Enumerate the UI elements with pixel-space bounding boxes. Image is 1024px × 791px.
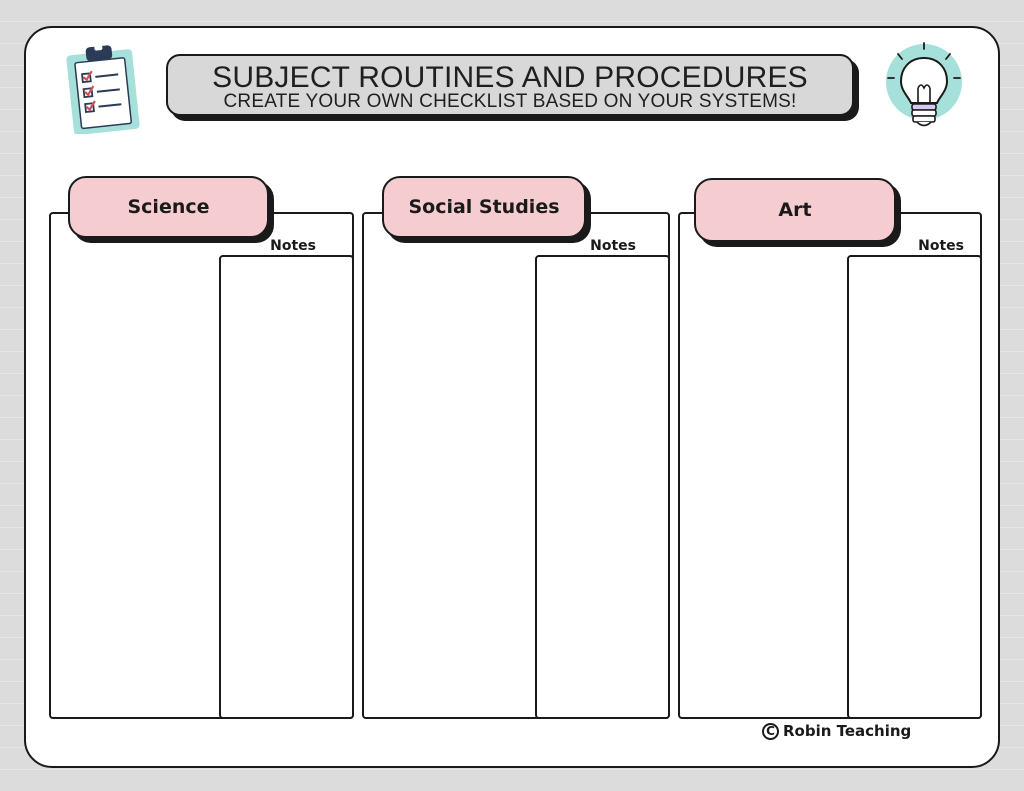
credit-text: Robin Teaching xyxy=(783,722,912,740)
tab-art: Art xyxy=(694,178,896,242)
lightbulb-icon xyxy=(886,42,962,127)
page-title: SUBJECT ROUTINES AND PROCEDURES xyxy=(212,61,808,94)
art-notes-area[interactable] xyxy=(847,255,982,719)
tab-social-studies: Social Studies xyxy=(382,176,586,238)
science-notes-area[interactable] xyxy=(219,255,354,719)
page-subtitle: CREATE YOUR OWN CHECKLIST BASED ON YOUR … xyxy=(223,91,797,112)
social-studies-notes-label: Notes xyxy=(590,238,636,254)
art-notes-label: Notes xyxy=(918,238,964,254)
copyright-icon: C xyxy=(762,722,779,740)
title-banner: SUBJECT ROUTINES AND PROCEDURES CREATE Y… xyxy=(166,54,854,116)
copyright-credit: C Robin Teaching xyxy=(762,720,911,742)
social-studies-notes-area[interactable] xyxy=(535,255,670,719)
science-notes-label: Notes xyxy=(270,238,316,254)
clipboard-checklist-icon xyxy=(66,44,140,134)
tab-science: Science xyxy=(68,176,269,238)
